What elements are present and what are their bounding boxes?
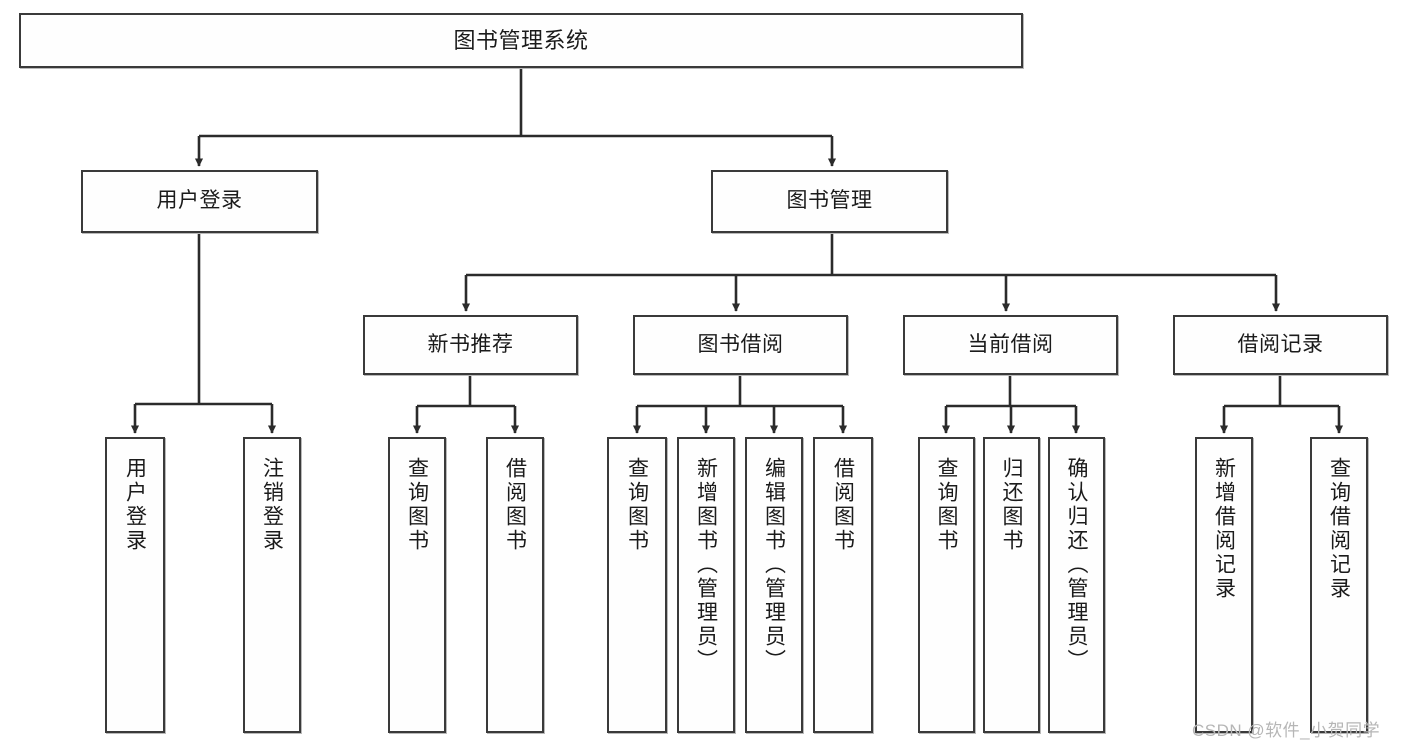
node-leaf-logout-label: 注销登录 bbox=[260, 457, 284, 553]
node-book-management[interactable]: 图书管理 bbox=[711, 170, 948, 233]
node-leaf-add-record-label: 新增借阅记录 bbox=[1212, 457, 1236, 601]
node-leaf-add-book[interactable]: 新增图书（管理员） bbox=[677, 437, 735, 733]
node-new-book-recommend-label: 新书推荐 bbox=[427, 332, 514, 356]
node-leaf-add-book-label: 新增图书（管理员） bbox=[694, 457, 718, 673]
node-leaf-edit-book[interactable]: 编辑图书（管理员） bbox=[745, 437, 803, 733]
node-root-label: 图书管理系统 bbox=[453, 27, 589, 53]
node-leaf-add-record[interactable]: 新增借阅记录 bbox=[1195, 437, 1253, 733]
node-leaf-query-book-2-label: 查询图书 bbox=[625, 457, 649, 553]
node-book-borrow-label: 图书借阅 bbox=[697, 332, 784, 356]
node-leaf-edit-book-label: 编辑图书（管理员） bbox=[762, 457, 786, 673]
node-root[interactable]: 图书管理系统 bbox=[19, 13, 1023, 68]
node-book-management-label: 图书管理 bbox=[786, 189, 873, 213]
node-leaf-return-book-label: 归还图书 bbox=[1000, 457, 1023, 553]
watermark-text: CSDN @软件_小贺同学 bbox=[1192, 721, 1381, 740]
node-user-login-label: 用户登录 bbox=[156, 189, 243, 213]
node-leaf-borrow-book-1-label: 借阅图书 bbox=[503, 457, 527, 553]
node-leaf-user-login[interactable]: 用户登录 bbox=[105, 437, 165, 733]
node-user-login[interactable]: 用户登录 bbox=[81, 170, 318, 233]
node-leaf-borrow-book-2[interactable]: 借阅图书 bbox=[813, 437, 873, 733]
node-leaf-query-book-3-label: 查询图书 bbox=[935, 457, 958, 553]
node-leaf-logout[interactable]: 注销登录 bbox=[243, 437, 301, 733]
node-leaf-borrow-book-1[interactable]: 借阅图书 bbox=[486, 437, 544, 733]
node-borrow-record-label: 借阅记录 bbox=[1237, 332, 1324, 356]
node-new-book-recommend[interactable]: 新书推荐 bbox=[363, 315, 578, 375]
node-leaf-query-book-2[interactable]: 查询图书 bbox=[607, 437, 667, 733]
node-borrow-record[interactable]: 借阅记录 bbox=[1173, 315, 1388, 375]
node-leaf-confirm-return-label: 确认归还（管理员） bbox=[1065, 457, 1088, 673]
node-book-borrow[interactable]: 图书借阅 bbox=[633, 315, 848, 375]
node-leaf-query-record[interactable]: 查询借阅记录 bbox=[1310, 437, 1368, 733]
node-leaf-return-book[interactable]: 归还图书 bbox=[983, 437, 1040, 733]
node-current-borrow[interactable]: 当前借阅 bbox=[903, 315, 1118, 375]
node-leaf-query-record-label: 查询借阅记录 bbox=[1327, 457, 1351, 601]
node-leaf-query-book-1-label: 查询图书 bbox=[405, 457, 429, 553]
node-current-borrow-label: 当前借阅 bbox=[967, 332, 1054, 356]
node-leaf-user-login-label: 用户登录 bbox=[123, 457, 147, 553]
node-leaf-query-book-1[interactable]: 查询图书 bbox=[388, 437, 446, 733]
node-leaf-query-book-3[interactable]: 查询图书 bbox=[918, 437, 975, 733]
node-leaf-confirm-return[interactable]: 确认归还（管理员） bbox=[1048, 437, 1105, 733]
node-leaf-borrow-book-2-label: 借阅图书 bbox=[831, 457, 855, 553]
